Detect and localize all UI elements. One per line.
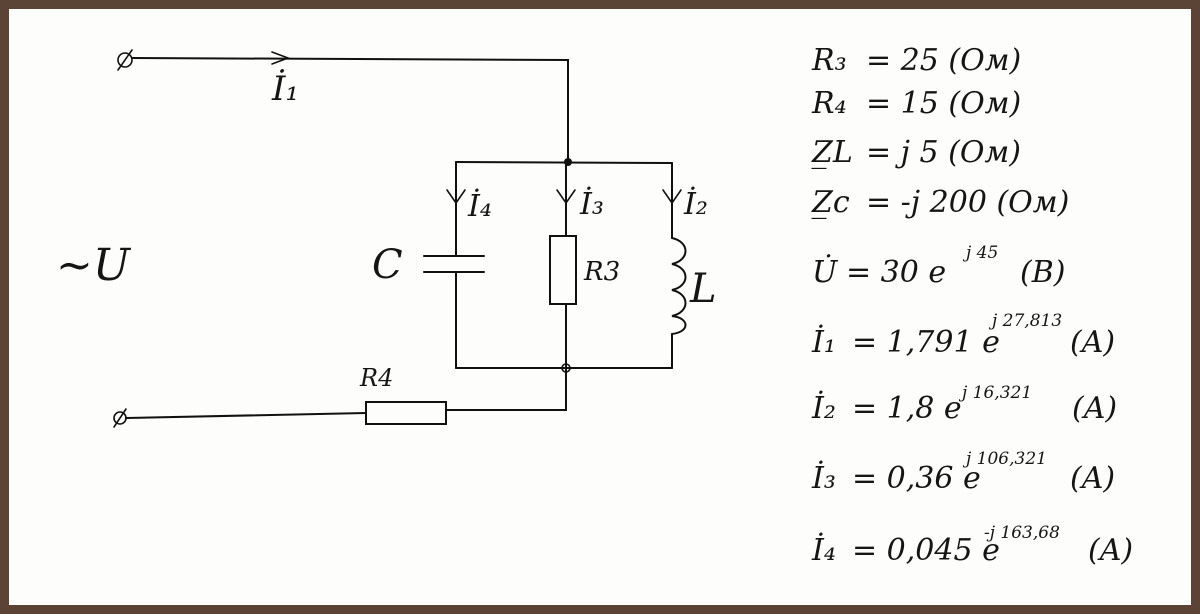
resistor-r3 bbox=[549, 235, 577, 305]
formula-r3: R₃ = 25 (Ом) bbox=[811, 43, 1021, 78]
svg-text:j 45: j 45 bbox=[962, 243, 998, 263]
svg-text:= -j 200 (Ом): = -j 200 (Ом) bbox=[866, 185, 1069, 220]
svg-text:U̇: U̇ bbox=[812, 255, 839, 290]
svg-text:j 106,321: j 106,321 bbox=[962, 449, 1047, 469]
svg-text:İ₂: İ₂ bbox=[811, 390, 836, 426]
svg-text:(A): (A) bbox=[1072, 391, 1117, 426]
svg-text:j 27,813: j 27,813 bbox=[988, 311, 1062, 331]
svg-text:= 1,791 e: = 1,791 e bbox=[852, 325, 1000, 360]
label-l: L bbox=[689, 266, 717, 312]
arrow-i2 bbox=[662, 189, 682, 205]
formula-r4: R₄ = 15 (Ом) bbox=[811, 86, 1021, 121]
wire-bottom bbox=[125, 367, 567, 419]
arrow-i4 bbox=[446, 189, 466, 205]
capacitor-symbol bbox=[423, 255, 485, 273]
wire-parallel-top bbox=[455, 161, 673, 164]
inductor-l bbox=[671, 237, 687, 335]
svg-text:= j 5 (Ом): = j 5 (Ом) bbox=[866, 135, 1021, 170]
label-i3: İ₃ bbox=[579, 186, 604, 222]
svg-text:= 1,8 e: = 1,8 e bbox=[852, 391, 962, 426]
svg-text:-j 163,68: -j 163,68 bbox=[984, 523, 1060, 543]
svg-text:= 15 (Ом): = 15 (Ом) bbox=[866, 86, 1021, 121]
label-source: ~U bbox=[56, 240, 132, 291]
svg-text:j 16,321: j 16,321 bbox=[958, 383, 1032, 403]
arrow-i1 bbox=[271, 51, 291, 65]
formula-i3: İ₃ = 0,36 e j 106,321 (A) bbox=[811, 449, 1115, 496]
svg-text:= 0,36 e: = 0,36 e bbox=[852, 461, 981, 496]
formula-i1: İ₁ = 1,791 e j 27,813 (A) bbox=[811, 311, 1115, 360]
svg-text:(A): (A) bbox=[1070, 461, 1115, 496]
label-i2: İ₂ bbox=[683, 186, 708, 222]
formula-list: R₃ = 25 (Ом) R₄ = 15 (Ом) Z̲L = j 5 (Ом)… bbox=[811, 43, 1133, 568]
svg-text:İ₃: İ₃ bbox=[811, 460, 836, 496]
svg-text:= 30 e: = 30 e bbox=[846, 255, 946, 290]
svg-text:(A): (A) bbox=[1070, 325, 1115, 360]
svg-text:R₃: R₃ bbox=[811, 43, 847, 78]
formula-i4: İ₄ = 0,045 e -j 163,68 (A) bbox=[811, 523, 1133, 568]
svg-text:(A): (A) bbox=[1088, 533, 1133, 568]
formula-zc: Z̲c = -j 200 (Ом) bbox=[811, 185, 1069, 220]
label-i4: İ₄ bbox=[467, 188, 492, 224]
label-r3: R3 bbox=[583, 257, 620, 287]
label-r4: R4 bbox=[359, 364, 393, 392]
terminal-bottom bbox=[113, 408, 127, 428]
label-c: C bbox=[372, 242, 403, 288]
formula-u: U̇ = 30 e j 45 (B) bbox=[812, 243, 1065, 290]
svg-text:= 25 (Ом): = 25 (Ом) bbox=[866, 43, 1021, 78]
svg-text:= 0,045 e: = 0,045 e bbox=[852, 533, 1000, 568]
svg-text:Z̲c: Z̲c bbox=[811, 185, 850, 220]
svg-text:İ₁: İ₁ bbox=[811, 324, 836, 360]
label-i1: İ₁ bbox=[271, 69, 299, 109]
terminal-top bbox=[117, 49, 133, 71]
arrow-i3 bbox=[556, 189, 576, 205]
wire-top bbox=[131, 57, 569, 163]
formula-i2: İ₂ = 1,8 e j 16,321 (A) bbox=[811, 383, 1117, 426]
svg-text:(B): (B) bbox=[1020, 255, 1065, 290]
svg-text:İ₄: İ₄ bbox=[811, 532, 836, 568]
svg-text:R₄: R₄ bbox=[811, 86, 847, 121]
svg-text:Z̲L: Z̲L bbox=[811, 135, 853, 170]
resistor-r4 bbox=[365, 401, 447, 425]
formula-zl: Z̲L = j 5 (Ом) bbox=[811, 135, 1021, 170]
